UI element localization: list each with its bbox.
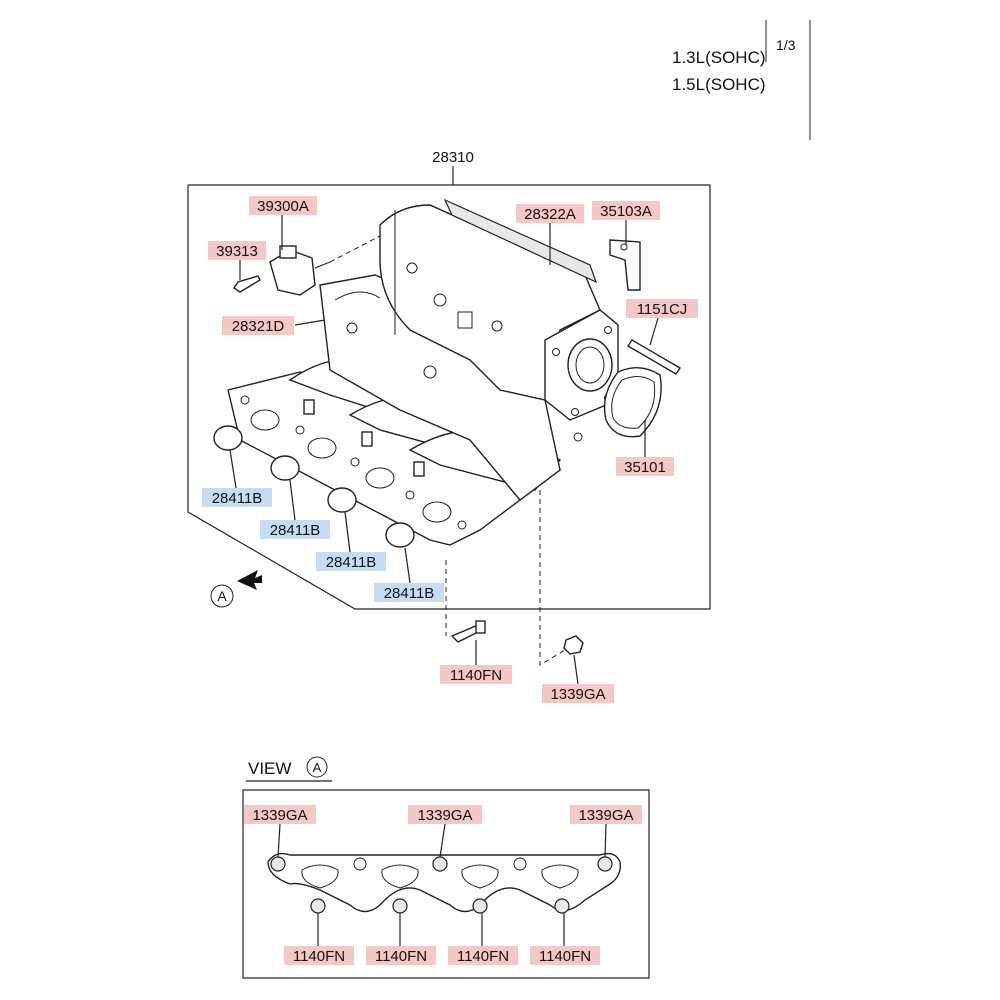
view-a-label-1339GA-3: 1339GA <box>578 807 633 824</box>
label-35103A: 35103A <box>600 203 652 220</box>
label-1151CJ: 1151CJ <box>637 301 688 318</box>
label-28411B-2: 28411B <box>270 522 321 539</box>
label-39313: 39313 <box>216 243 258 260</box>
engine-spec-1: 1.3L(SOHC) <box>672 48 766 67</box>
intake-manifold-illustration: A <box>210 198 681 666</box>
label-1339GA: 1339GA <box>550 686 605 703</box>
label-39300A: 39300A <box>257 198 309 215</box>
view-a-label-1339GA-2: 1339GA <box>417 807 472 824</box>
view-a-detail: VIEW A 1339GA 1339GA <box>242 756 650 979</box>
view-a-marker: A <box>217 588 227 604</box>
label-28322A: 28322A <box>524 206 576 223</box>
page-number: 1/3 <box>776 37 796 53</box>
page-indicator: 1/3 <box>765 20 811 140</box>
view-a-label-1140FN-3: 1140FN <box>457 948 509 965</box>
view-a-label-1140FN-2: 1140FN <box>375 948 427 965</box>
label-28411B-3: 28411B <box>326 554 377 571</box>
view-a-label-1140FN-4: 1140FN <box>539 948 591 965</box>
view-a-title-marker: A <box>313 760 322 775</box>
label-28310: 28310 <box>432 149 474 166</box>
view-a-frame <box>242 789 650 979</box>
view-a-label-1339GA-1: 1339GA <box>252 807 307 824</box>
label-28321D: 28321D <box>232 318 285 335</box>
label-1140FN: 1140FN <box>450 667 502 684</box>
label-28411B-4: 28411B <box>384 585 435 602</box>
engine-spec-2: 1.5L(SOHC) <box>672 75 766 94</box>
callout-labels: 28310 39300A 39313 28322A 35103A 28321D … <box>202 149 698 703</box>
leader-lines <box>229 215 659 685</box>
view-a-label-1140FN-1: 1140FN <box>293 948 345 965</box>
label-35101: 35101 <box>624 459 666 476</box>
label-28411B-1: 28411B <box>212 490 263 507</box>
assembly-outline <box>187 166 711 610</box>
view-a-title: VIEW <box>248 759 291 778</box>
